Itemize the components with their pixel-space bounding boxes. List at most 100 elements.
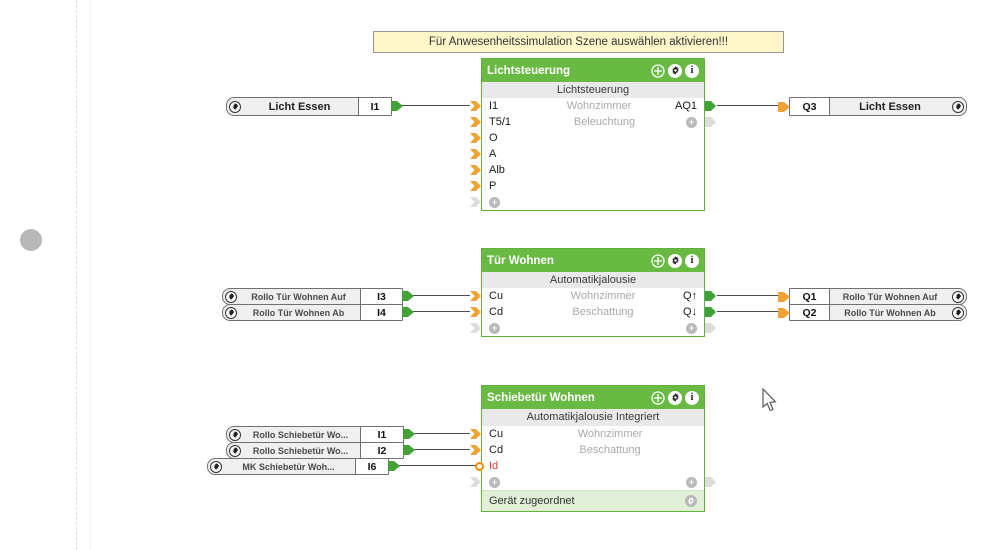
- input-connector-icon[interactable]: [470, 307, 481, 317]
- input-tag-rollo-schiebetuer-2[interactable]: Rollo Schiebetür Wo... I2: [226, 442, 415, 459]
- tag-gear-icon[interactable]: [225, 306, 237, 319]
- category-label: Beschattung: [572, 306, 634, 318]
- gear-icon[interactable]: [668, 390, 682, 405]
- tag-output-arrow-icon[interactable]: [391, 100, 403, 115]
- input-connector-icon[interactable]: [470, 101, 481, 111]
- output-tag-rollo-tuer-ab[interactable]: Q2 Rollo Tür Wohnen Ab: [778, 304, 967, 321]
- block-row-add: + +: [470, 320, 716, 336]
- tag-name: Rollo Tür Wohnen Auf: [251, 291, 346, 302]
- tag-gear-icon[interactable]: [952, 100, 964, 113]
- function-block-schiebetuer-wohnen[interactable]: Schiebetür Wohnen i Automatikjalousie In…: [470, 385, 716, 512]
- tag-name: Rollo Tür Wohnen Ab: [844, 307, 936, 318]
- block-row-add: + +: [470, 474, 716, 490]
- output-tag-rollo-tuer-auf[interactable]: Q1 Rollo Tür Wohnen Auf: [778, 288, 967, 305]
- tag-output-arrow-icon[interactable]: [402, 290, 414, 304]
- input-connector-icon[interactable]: [470, 117, 481, 127]
- input-connector-icon[interactable]: [470, 291, 481, 301]
- tag-input-arrow-icon[interactable]: [778, 290, 790, 308]
- input-label[interactable]: P: [489, 180, 497, 192]
- device-assigned-bar[interactable]: Gerät zugeordnet: [482, 490, 704, 511]
- move-icon[interactable]: [651, 63, 665, 78]
- function-block-tuer-wohnen[interactable]: Tür Wohnen i Automatikjalousie Cu Wohnzi…: [470, 248, 716, 337]
- add-output-icon[interactable]: +: [686, 476, 697, 488]
- move-icon[interactable]: [651, 253, 665, 268]
- block-header[interactable]: Lichtsteuerung i: [482, 59, 704, 82]
- tag-gear-icon[interactable]: [229, 100, 241, 113]
- info-icon[interactable]: i: [685, 63, 699, 78]
- tag-gear-icon[interactable]: [952, 290, 964, 303]
- gear-icon[interactable]: [668, 63, 682, 78]
- input-connector-icon[interactable]: [470, 133, 481, 143]
- input-tag-licht-essen[interactable]: Licht Essen I1: [226, 97, 403, 116]
- block-title: Schiebetür Wohnen: [487, 391, 595, 404]
- input-label[interactable]: I1: [489, 100, 499, 112]
- block-row-alb: Alb: [470, 162, 704, 178]
- input-connector-icon-disabled[interactable]: [470, 197, 481, 207]
- output-connector-icon-disabled[interactable]: [705, 323, 716, 333]
- tag-output-arrow-icon[interactable]: [403, 444, 415, 458]
- input-tag-rollo-tuer-auf[interactable]: Rollo Tür Wohnen Auf I3: [222, 288, 414, 305]
- device-gear-icon[interactable]: [685, 495, 697, 507]
- tag-output-arrow-icon[interactable]: [388, 460, 400, 474]
- tag-gear-icon[interactable]: [225, 290, 237, 303]
- info-icon[interactable]: i: [685, 253, 699, 268]
- input-label-id[interactable]: Id: [489, 460, 499, 472]
- output-connector-icon[interactable]: [705, 307, 716, 317]
- output-connector-icon[interactable]: [705, 117, 716, 127]
- output-label[interactable]: Q↓: [682, 306, 697, 318]
- tag-port: I2: [360, 443, 403, 458]
- note-box[interactable]: Für Anwesenheitssimulation Szene auswähl…: [373, 31, 784, 53]
- input-connector-icon[interactable]: [470, 429, 481, 439]
- output-label[interactable]: AQ1: [674, 100, 697, 112]
- tag-gear-icon[interactable]: [952, 306, 964, 319]
- tag-output-arrow-icon[interactable]: [402, 306, 414, 320]
- input-label[interactable]: A: [489, 148, 497, 160]
- add-input-icon[interactable]: +: [489, 322, 500, 334]
- input-connector-icon[interactable]: [470, 181, 481, 191]
- tag-output-arrow-icon[interactable]: [403, 428, 415, 442]
- input-label[interactable]: Alb: [489, 164, 505, 176]
- input-connector-icon[interactable]: [470, 445, 481, 455]
- input-label[interactable]: T5/1: [489, 116, 512, 128]
- block-header[interactable]: Tür Wohnen i: [482, 249, 704, 272]
- block-row-cu: Cu Wohnzimmer: [470, 426, 704, 442]
- input-label[interactable]: Cu: [489, 290, 504, 302]
- output-connector-icon-disabled[interactable]: [705, 477, 716, 487]
- block-header[interactable]: Schiebetür Wohnen i: [482, 386, 704, 409]
- tag-gear-icon[interactable]: [210, 460, 222, 473]
- tag-gear-icon[interactable]: [229, 444, 241, 457]
- input-label[interactable]: Cd: [489, 444, 504, 456]
- block-row-p: P: [470, 178, 704, 194]
- info-icon[interactable]: i: [685, 390, 699, 405]
- input-label[interactable]: Cd: [489, 306, 504, 318]
- room-label: Wohnzimmer: [577, 428, 643, 440]
- output-connector-icon[interactable]: [705, 291, 716, 301]
- block-row-t51: T5/1 Beleuchtung +: [470, 114, 716, 130]
- add-input-icon[interactable]: +: [489, 476, 500, 488]
- block-header-icons: i: [651, 63, 699, 78]
- input-tag-mk-schiebetuer[interactable]: MK Schiebetür Woh... I6: [207, 458, 400, 475]
- move-icon[interactable]: [651, 390, 665, 405]
- output-tag-licht-essen[interactable]: Q3 Licht Essen: [778, 97, 967, 116]
- page-break-line-2: [90, 0, 91, 550]
- input-connector-icon[interactable]: [470, 149, 481, 159]
- function-block-lichtsteuerung[interactable]: Lichtsteuerung i Lichtsteuerung I1 Wohnz…: [470, 58, 716, 211]
- tag-gear-icon[interactable]: [229, 428, 241, 441]
- input-connector-icon[interactable]: [470, 165, 481, 175]
- input-tag-rollo-tuer-ab[interactable]: Rollo Tür Wohnen Ab I4: [222, 304, 414, 321]
- input-label[interactable]: Cu: [489, 428, 504, 440]
- add-output-icon[interactable]: +: [686, 322, 697, 334]
- input-tag-rollo-schiebetuer-1[interactable]: Rollo Schiebetür Wo... I1: [226, 426, 415, 443]
- add-output-icon[interactable]: +: [686, 116, 697, 128]
- tag-input-arrow-icon[interactable]: [778, 306, 790, 324]
- input-connector-icon-disabled[interactable]: [470, 477, 481, 487]
- output-label[interactable]: Q↑: [682, 290, 697, 302]
- output-connector-icon[interactable]: [705, 101, 716, 111]
- device-assigned-label: Gerät zugeordnet: [489, 495, 575, 507]
- input-connector-icon-disabled[interactable]: [470, 323, 481, 333]
- add-input-icon[interactable]: +: [489, 196, 500, 208]
- gear-icon[interactable]: [668, 253, 682, 268]
- input-label[interactable]: O: [489, 132, 498, 144]
- tag-input-arrow-icon[interactable]: [778, 100, 790, 118]
- id-connector-icon[interactable]: [475, 462, 484, 471]
